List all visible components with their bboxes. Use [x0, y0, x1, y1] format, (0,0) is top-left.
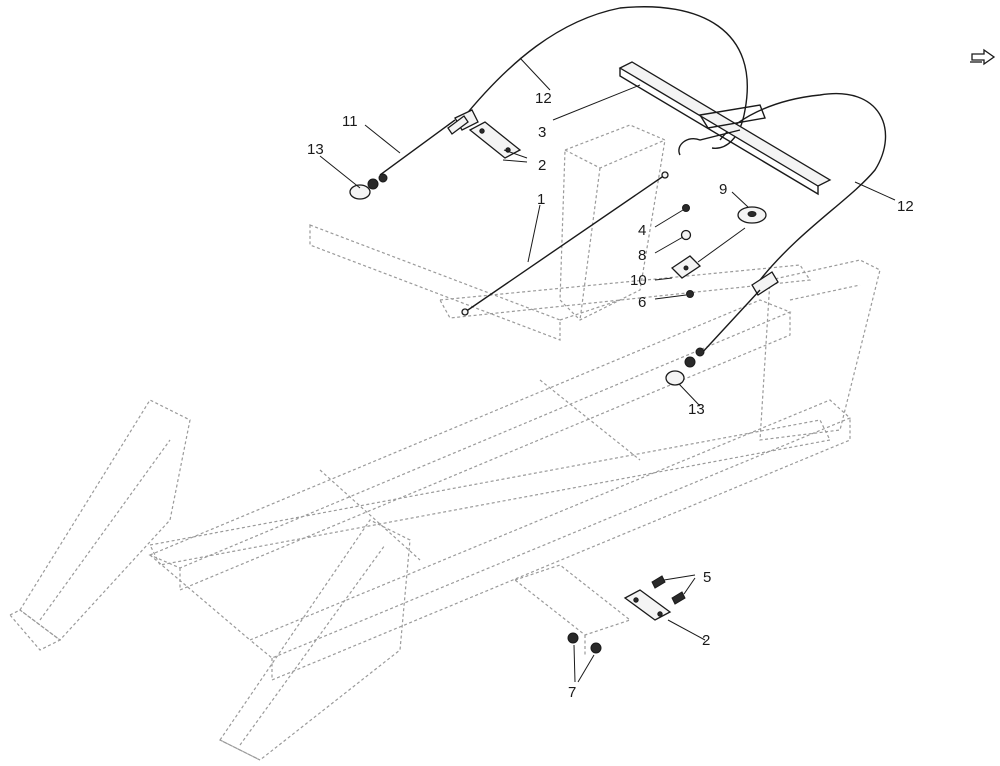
nut-7a: [567, 632, 579, 644]
callout-11: 11: [342, 113, 358, 130]
callout-9: 9: [719, 181, 727, 198]
bolt-5b: [671, 591, 686, 605]
callout-8: 8: [638, 247, 646, 264]
next-page-arrow-icon[interactable]: [970, 48, 996, 66]
callout-1: 1: [537, 191, 545, 208]
cable-right-end: [751, 271, 779, 296]
callout-6: 6: [638, 294, 646, 311]
cable-short: [379, 119, 456, 176]
parts: [349, 6, 887, 654]
cable-short-sleeve: [447, 115, 469, 135]
callout-2-upper: 2: [538, 157, 546, 174]
link-plate-lower: [623, 589, 672, 621]
leader-lines: [319, 57, 896, 683]
callout-3: 3: [538, 124, 546, 141]
callout-7: 7: [568, 684, 576, 701]
crossbar: [618, 61, 832, 196]
callout-5: 5: [703, 569, 711, 586]
trailer-frame: [9, 124, 881, 761]
cable-left: [459, 6, 748, 149]
cable-right-lower: [699, 289, 761, 356]
callout-12-right: 12: [897, 198, 914, 215]
nut: [686, 290, 694, 298]
nut-7b: [590, 642, 602, 654]
cable-right: [719, 92, 887, 281]
clevis-right: [665, 347, 705, 386]
bolt-5a: [651, 575, 666, 589]
callout-12-upper: 12: [535, 90, 552, 107]
callout-13-lower: 13: [688, 401, 705, 418]
washer: [680, 229, 692, 241]
callouts: 1 2 2 3 4 5 6 7 8 9 10 11 12 12 13 13: [307, 90, 914, 701]
callout-13-upper: 13: [307, 141, 324, 158]
callout-2-lower: 2: [702, 632, 710, 649]
clevis-left: [349, 173, 388, 200]
rod: [464, 174, 666, 313]
bolt: [682, 204, 690, 212]
callout-4: 4: [638, 222, 646, 239]
callout-10: 10: [630, 272, 647, 289]
